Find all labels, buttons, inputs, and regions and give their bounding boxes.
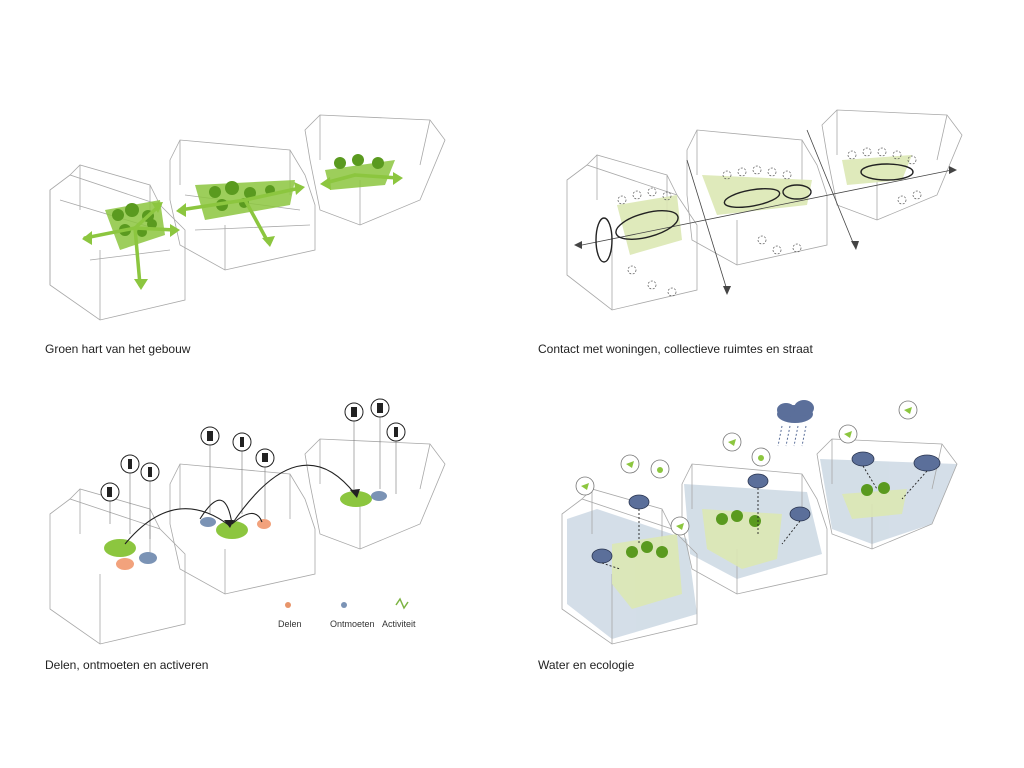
share-icon <box>285 602 291 608</box>
caption-water-ecology: Water en ecologie <box>538 658 635 672</box>
contact-diagram <box>566 109 963 311</box>
panel-water-ecology: Water en ecologie <box>512 384 1024 768</box>
legend-label-meet: Ontmoeten <box>330 619 375 629</box>
water-ecology-diagram <box>561 400 958 645</box>
cloud-icon <box>777 400 814 447</box>
green-heart-diagram <box>49 114 446 321</box>
panel-sharing: Delen Ontmoeten Activiteit Delen, ontmoe… <box>0 384 512 768</box>
caption-contact: Contact met woningen, collectieve ruimte… <box>538 342 813 356</box>
legend-label-activity: Activiteit <box>382 619 416 629</box>
activity-icon <box>395 597 409 610</box>
caption-green-heart: Groen hart van het gebouw <box>45 342 191 356</box>
caption-sharing: Delen, ontmoeten en activeren <box>45 658 209 672</box>
sharing-diagram <box>49 398 446 645</box>
meet-icon <box>341 602 347 608</box>
panel-green-heart: Groen hart van het gebouw <box>0 0 512 384</box>
legend-label-share: Delen <box>278 619 302 629</box>
panel-contact: Contact met woningen, collectieve ruimte… <box>512 0 1024 384</box>
